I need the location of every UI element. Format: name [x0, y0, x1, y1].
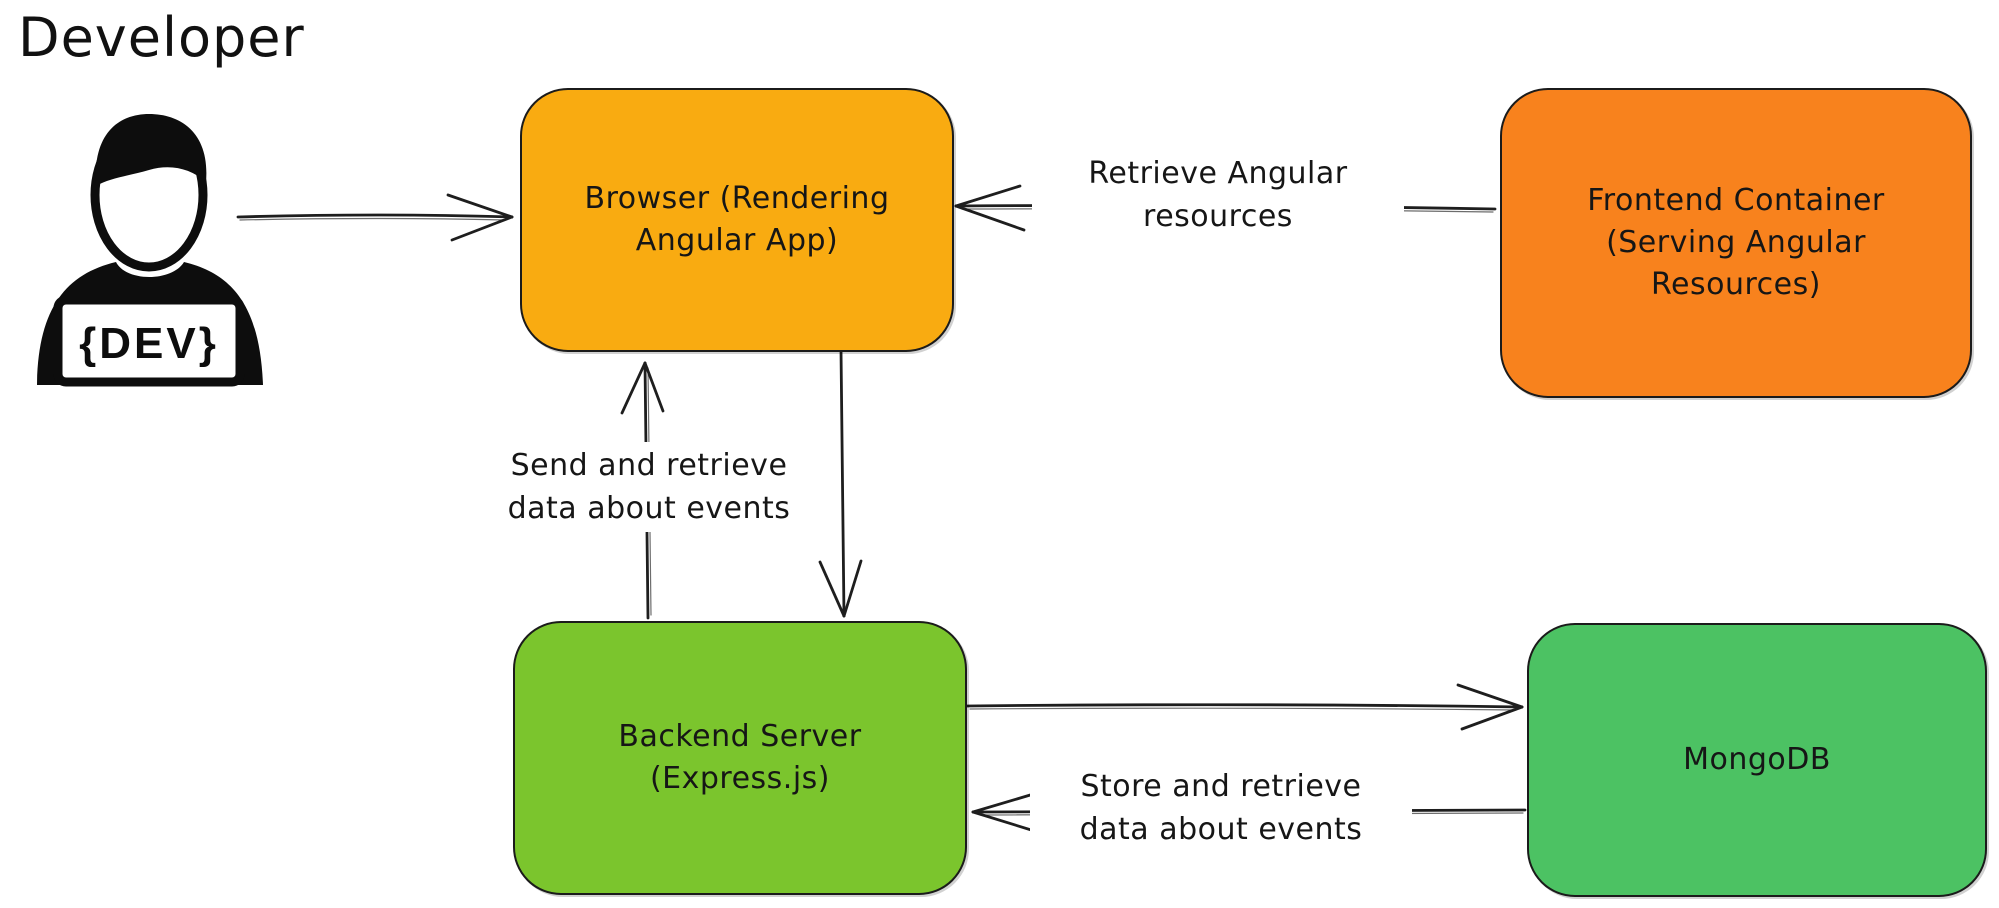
laptop [53, 295, 245, 387]
edge-label-send-retrieve-events: Send and retrieve data about events [458, 442, 840, 532]
developer-avatar-icon: {DEV} [37, 114, 263, 387]
arrow-developer-to-browser [236, 193, 514, 242]
arrow-backend-to-mongodb [965, 683, 1524, 731]
developer-title: Developer [18, 6, 305, 69]
node-mongodb: MongoDB [1527, 623, 1987, 897]
node-frontend-container-label: Frontend Container (Serving Angular Reso… [1587, 183, 1885, 302]
node-browser-label: Browser (Rendering Angular App) [584, 181, 890, 258]
node-backend-server: Backend Server (Express.js) [513, 621, 967, 895]
edge-label-retrieve-angular-resources: Retrieve Angular resources [1032, 150, 1404, 240]
node-mongodb-label: MongoDB [1683, 742, 1831, 777]
node-frontend-container: Frontend Container (Serving Angular Reso… [1500, 88, 1972, 398]
avatar-hair [95, 114, 207, 186]
node-browser: Browser (Rendering Angular App) [520, 88, 954, 352]
node-backend-server-label: Backend Server (Express.js) [618, 719, 862, 796]
edge-label-store-retrieve-events: Store and retrieve data about events [1030, 763, 1412, 853]
arrow-browser-to-backend [818, 348, 863, 618]
laptop-screen-text: {DEV} [79, 319, 219, 368]
